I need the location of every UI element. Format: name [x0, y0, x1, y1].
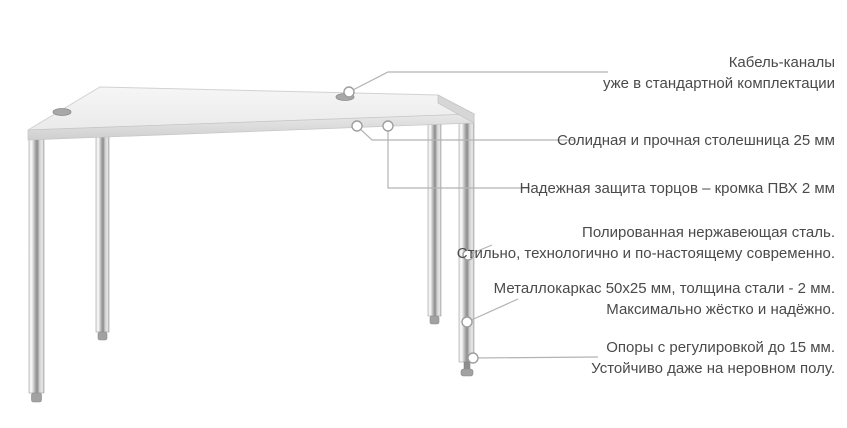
callout-anchor-pvc-edge: [382, 120, 394, 132]
callout-line-adjustable-feet: [472, 356, 599, 359]
callout-text-line: уже в стандартной комплектации: [602, 75, 835, 92]
cable-hole-left: [52, 108, 72, 116]
foot-back-right: [429, 315, 440, 325]
callout-pvc-edge: Надежная защита торцов – кромка ПВХ 2 мм: [520, 178, 835, 199]
callout-adjustable-feet: Опоры с регулировкой до 15 мм. Устойчиво…: [591, 337, 835, 379]
callout-text-line: Полированная нержавеющая сталь.: [582, 224, 835, 241]
callout-text-line: Максимально жёстко и надёжно.: [606, 301, 835, 318]
callout-stainless-steel: Полированная нержавеющая сталь. Стильно,…: [457, 222, 835, 264]
callout-anchor-stainless-steel: [462, 249, 474, 261]
callout-text-line: Кабель-каналы: [728, 54, 835, 71]
callout-text-line: Надежная защита торцов – кромка ПВХ 2 мм: [519, 180, 835, 197]
foot-back-left: [97, 331, 108, 341]
callout-text-line: Солидная и прочная столешница 25 мм: [557, 132, 835, 149]
callout-line-metal-frame: [466, 298, 519, 323]
foot-adjustable-front-right: [460, 368, 474, 377]
callout-text-line: Опоры с регулировкой до 15 мм.: [606, 339, 835, 356]
callout-anchor-cable-channels: [343, 86, 355, 98]
callout-cable-channels: Кабель-каналы уже в стандартной комплект…: [603, 52, 835, 94]
leg-back-right: [427, 97, 442, 317]
callout-text-line: Устойчиво даже на неровном полу.: [591, 360, 835, 377]
callout-tabletop: Солидная и прочная столешница 25 мм: [557, 130, 835, 151]
tabletop: [27, 86, 476, 141]
callout-line-pvc-edge: [387, 126, 530, 189]
callout-line-cable-channels: [348, 71, 608, 93]
tabletop-right-edge: [437, 94, 475, 124]
callout-line-tabletop: [356, 125, 575, 141]
callout-anchors: [343, 86, 479, 364]
callout-metal-frame: Металлокаркас 50х25 мм, толщина стали - …: [494, 278, 835, 320]
desk-legs: [28, 97, 475, 403]
leg-front-left: [28, 136, 45, 394]
callout-anchor-tabletop: [351, 120, 363, 132]
callout-text-line: Стильно, технологично и по-настоящему со…: [456, 245, 835, 262]
callout-text-line: Металлокаркас 50х25 мм, толщина стали - …: [493, 280, 835, 297]
foot-front-left: [31, 392, 42, 403]
callout-anchor-metal-frame: [461, 316, 473, 328]
callout-anchor-adjustable-feet: [467, 352, 479, 364]
